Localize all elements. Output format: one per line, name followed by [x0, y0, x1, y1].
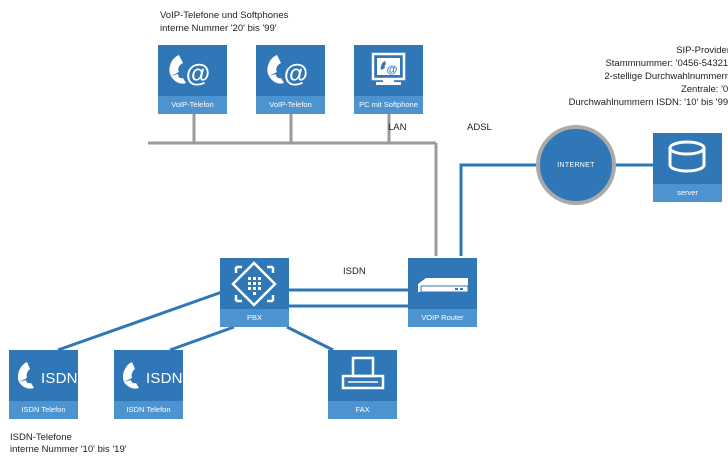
- fax-printer-icon: [341, 356, 385, 390]
- isdn-phone-2-caption: ISDN Telefon: [114, 401, 183, 419]
- database-icon: [668, 140, 706, 173]
- phone-icon: [122, 362, 139, 389]
- sip-label-line5: Durchwahlnummern ISDN: '10' bis '99': [568, 97, 728, 108]
- router-icon: [418, 278, 469, 293]
- internet-cloud: [536, 125, 616, 205]
- isdn-link-label: ISDN: [343, 266, 366, 277]
- isdn-icon-text: ISDN: [146, 370, 183, 387]
- pbx-switch-icon: [231, 261, 277, 307]
- server-caption: server: [653, 184, 722, 202]
- server-tile[interactable]: server: [653, 133, 722, 202]
- voip-phone-1-caption: VoIP-Telefon: [158, 96, 227, 114]
- voip-router-caption: VOIP Router: [408, 309, 477, 327]
- svg-text:@: @: [387, 64, 398, 76]
- adsl-line: [459, 163, 538, 256]
- pbx-tile[interactable]: PBX: [220, 258, 289, 327]
- pc-softphone-caption: PC mit Softphone: [354, 96, 423, 114]
- voip-phone-2-caption: VoIP-Telefon: [256, 96, 325, 114]
- voip-router-tile[interactable]: VOIP Router: [408, 258, 477, 327]
- voip-phone-icon: @: [169, 55, 210, 88]
- pbx-isdn-tel2-line: [169, 325, 235, 352]
- isdn-icon-text: ISDN: [41, 370, 78, 387]
- isdn-phone-1-tile[interactable]: ISDN ISDN Telefon: [9, 350, 78, 419]
- voip-phone-2-tile[interactable]: @ VoIP-Telefon: [256, 45, 325, 114]
- sip-label-line3: 2-stellige Durchwahlnummern: [604, 71, 728, 82]
- voip-phone-icon: @: [267, 55, 308, 88]
- fax-caption: FAX: [328, 401, 397, 419]
- isdn-phone-1-caption: ISDN Telefon: [9, 401, 78, 419]
- voip-phones-label-line2: interne Nummer '20' bis '99': [160, 23, 277, 34]
- sip-label-line1: SIP-Provider: [676, 45, 728, 56]
- phone-icon: [17, 362, 34, 389]
- voip-phones-label-line1: VoIP-Telefone und Softphones: [160, 10, 289, 21]
- pbx-fax-line: [286, 325, 334, 352]
- isdn-phones-label-line2: interne Nummer '10' bis '19': [10, 444, 127, 455]
- pc-softphone-tile[interactable]: @ PC mit Softphone: [354, 45, 423, 114]
- adsl-label: ADSL: [467, 122, 492, 133]
- pc-softphone-icon: @: [371, 52, 406, 85]
- internet-label: INTERNET: [557, 162, 595, 169]
- pbx-isdn-tel1-line: [57, 290, 223, 352]
- isdn-phones-label-line1: ISDN-Telefone: [10, 432, 72, 443]
- sip-label-line4: Zentrale: '0': [680, 84, 728, 95]
- isdn-phone-2-tile[interactable]: ISDN ISDN Telefon: [114, 350, 183, 419]
- fax-tile[interactable]: FAX: [328, 350, 397, 419]
- pbx-caption: PBX: [220, 309, 289, 327]
- voip-phone-1-tile[interactable]: @ VoIP-Telefon: [158, 45, 227, 114]
- lan-label: LAN: [388, 122, 407, 133]
- svg-text:@: @: [186, 60, 210, 88]
- svg-text:@: @: [284, 60, 308, 88]
- sip-label-line2: Stammnummer: '0456-54321': [605, 58, 728, 69]
